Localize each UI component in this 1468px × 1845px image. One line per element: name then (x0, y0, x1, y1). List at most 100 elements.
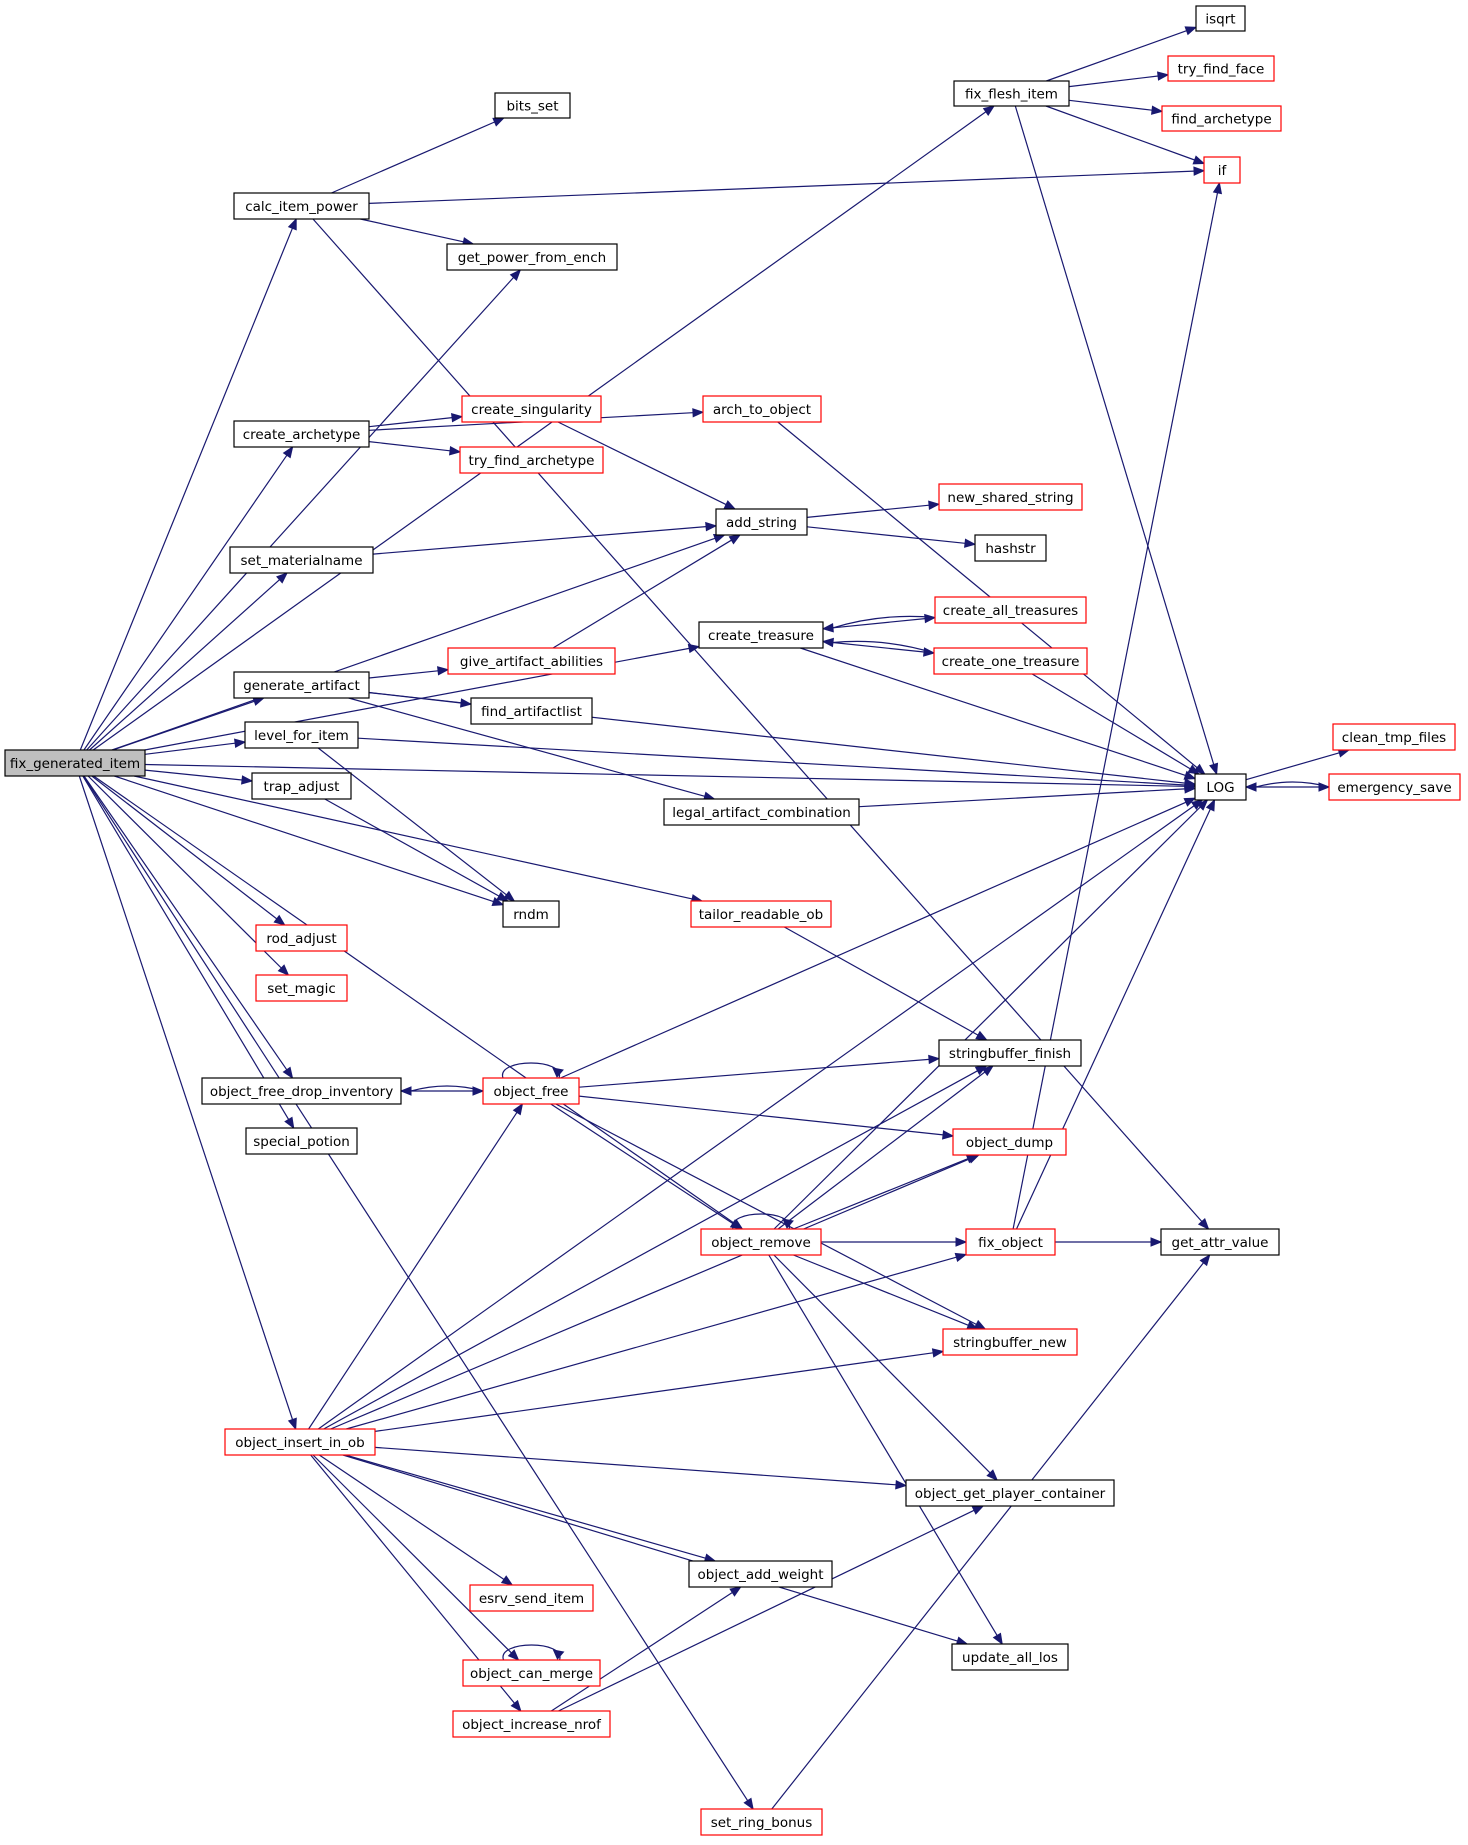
call-edge (777, 421, 1206, 775)
function-node-create-treasure[interactable]: create_treasure (698, 621, 824, 649)
call-edge (324, 798, 509, 902)
node-box (1194, 773, 1247, 801)
node-box (905, 1479, 1115, 1507)
function-node-object-get-player-container[interactable]: object_get_player_container (905, 1479, 1115, 1507)
function-node-fix-object[interactable]: fix_object (965, 1228, 1056, 1256)
call-edge (793, 1254, 979, 1330)
node-label: object_free (494, 1084, 569, 1100)
function-node-calc-item-power[interactable]: calc_item_power (233, 192, 370, 220)
function-node-object-dump[interactable]: object_dump (952, 1128, 1067, 1156)
function-node-try-find-face[interactable]: try_find_face (1167, 55, 1275, 82)
function-node-add-string[interactable]: add_string (715, 508, 808, 536)
function-node-object-remove[interactable]: object_remove (700, 1228, 822, 1256)
call-edge (771, 1253, 1211, 1810)
function-node-log[interactable]: LOG (1194, 773, 1247, 801)
function-node-isqrt[interactable]: isqrt (1195, 5, 1246, 32)
node-label: bits_set (506, 99, 558, 115)
function-node-create-all-treasures[interactable]: create_all_treasures (934, 596, 1087, 624)
function-node-object-free[interactable]: object_free (482, 1077, 580, 1105)
node-label: rndm (513, 907, 549, 923)
node-label: object_free_drop_inventory (210, 1084, 393, 1100)
call-edge (91, 775, 286, 926)
node-box (1328, 773, 1461, 801)
call-edge (550, 1103, 743, 1230)
function-node-tailor-readable-ob[interactable]: tailor_readable_ob (690, 900, 832, 928)
function-node-get-power-from-ench[interactable]: get_power_from_ench (446, 243, 618, 271)
node-label: esrv_send_item (479, 1591, 584, 1607)
function-node-special-potion[interactable]: special_potion (245, 1127, 358, 1155)
node-box (663, 798, 860, 826)
function-node-object-increase-nrof[interactable]: object_increase_nrof (452, 1710, 611, 1738)
node-box (938, 1039, 1082, 1067)
call-edge (1046, 26, 1198, 82)
node-box (715, 508, 808, 536)
function-node-hashstr[interactable]: hashstr (974, 534, 1047, 562)
function-node-get-attr-value[interactable]: get_attr_value (1160, 1228, 1280, 1256)
function-node-object-free-drop-inventory[interactable]: object_free_drop_inventory (201, 1077, 402, 1105)
function-node-fix-generated-item[interactable]: fix_generated_item (4, 749, 146, 777)
function-node-create-archetype[interactable]: create_archetype (233, 420, 370, 448)
function-node-set-materialname[interactable]: set_materialname (229, 546, 374, 574)
function-node-object-add-weight[interactable]: object_add_weight (688, 1560, 833, 1588)
call-edge (331, 117, 506, 194)
function-node-update-all-los[interactable]: update_all_los (951, 1643, 1069, 1671)
function-node-object-can-merge[interactable]: object_can_merge (462, 1659, 601, 1687)
function-node-if[interactable]: if (1203, 156, 1241, 184)
function-node-find-artifactlist[interactable]: find_artifactlist (470, 697, 593, 725)
function-node-find-archetype[interactable]: find_archetype (1161, 105, 1282, 132)
node-label: object_get_player_container (915, 1486, 1106, 1502)
function-node-object-insert-in-ob[interactable]: object_insert_in_ob (224, 1428, 376, 1456)
function-node-stringbuffer-new[interactable]: stringbuffer_new (942, 1328, 1078, 1356)
call-edge (368, 166, 1206, 204)
call-edge (502, 1644, 565, 1661)
function-node-arch-to-object[interactable]: arch_to_object (702, 395, 822, 423)
node-box (469, 1584, 594, 1612)
function-node-esrv-send-item[interactable]: esrv_send_item (469, 1584, 594, 1612)
function-node-rndm[interactable]: rndm (502, 900, 560, 928)
call-edge (399, 1085, 484, 1096)
function-node-try-find-archetype[interactable]: try_find_archetype (459, 446, 604, 474)
function-node-level-for-item[interactable]: level_for_item (244, 721, 359, 749)
call-edge (89, 572, 289, 751)
call-edge (1045, 105, 1206, 165)
call-edge (800, 647, 1197, 780)
node-label: trap_adjust (264, 779, 340, 795)
node-box (201, 1077, 402, 1105)
node-box (951, 1643, 1069, 1671)
function-node-fix-flesh-item[interactable]: fix_flesh_item (953, 80, 1070, 107)
function-node-set-magic[interactable]: set_magic (255, 974, 348, 1002)
function-node-clean-tmp-files[interactable]: clean_tmp_files (1332, 723, 1456, 751)
node-label: object_increase_nrof (462, 1717, 602, 1733)
function-node-create-one-treasure[interactable]: create_one_treasure (933, 647, 1088, 675)
node-label: tailor_readable_ob (699, 907, 824, 923)
function-node-rod-adjust[interactable]: rod_adjust (255, 924, 348, 952)
call-edge (114, 775, 505, 906)
function-node-create-singularity[interactable]: create_singularity (461, 395, 602, 423)
function-node-emergency-save[interactable]: emergency_save (1328, 773, 1461, 801)
call-edge (1055, 1237, 1163, 1247)
call-edge (345, 1454, 717, 1563)
call-edge (330, 1154, 981, 1430)
call-edge (360, 218, 475, 247)
node-box (953, 80, 1070, 107)
call-edge (858, 784, 1197, 808)
function-node-generate-artifact[interactable]: generate_artifact (233, 671, 370, 699)
call-edge (821, 637, 935, 654)
node-box (1167, 55, 1275, 82)
function-node-stringbuffer-finish[interactable]: stringbuffer_finish (938, 1039, 1082, 1067)
function-node-legal-artifact-combination[interactable]: legal_artifact_combination (663, 798, 860, 826)
call-edge (82, 775, 754, 1811)
function-node-trap-adjust[interactable]: trap_adjust (251, 772, 352, 800)
node-box (965, 1228, 1056, 1256)
function-node-set-ring-bonus[interactable]: set_ring_bonus (700, 1808, 823, 1836)
call-edge (768, 1254, 1003, 1646)
function-node-new-shared-string[interactable]: new_shared_string (938, 483, 1083, 511)
node-box (688, 1560, 833, 1588)
function-node-give-artifact-abilities[interactable]: give_artifact_abilities (447, 647, 616, 675)
node-box (459, 446, 604, 474)
function-node-bits-set[interactable]: bits_set (494, 92, 571, 119)
node-box (934, 596, 1087, 624)
call-edge (558, 1505, 985, 1712)
node-label: try_find_face (1178, 62, 1265, 78)
node-box (1195, 5, 1246, 32)
